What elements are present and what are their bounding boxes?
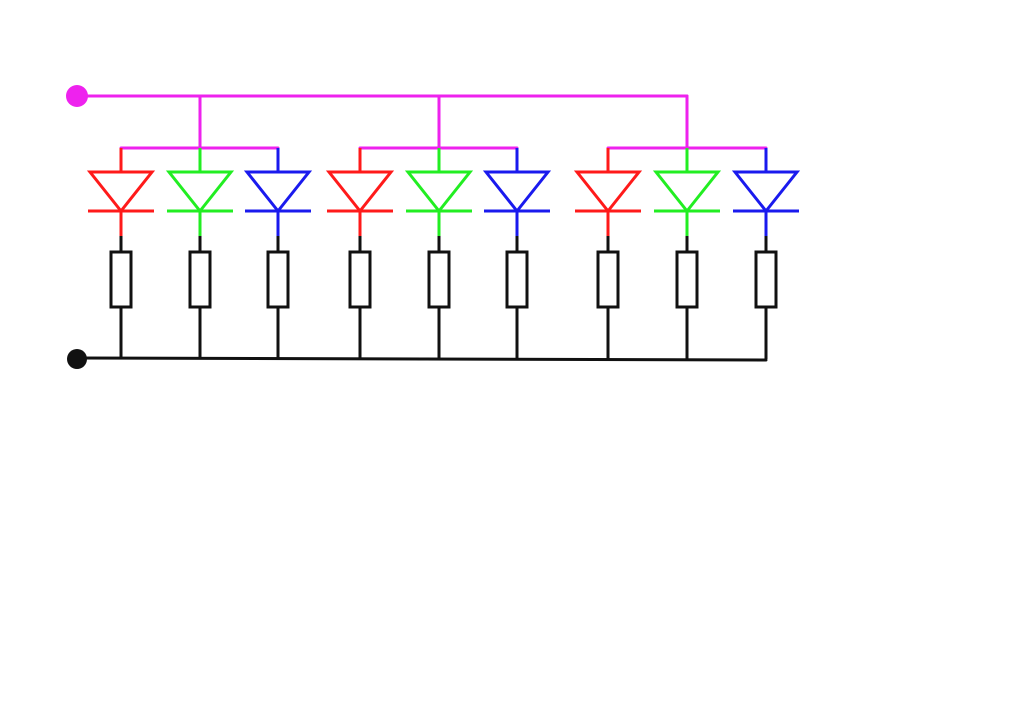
resistor: [675, 236, 699, 359]
resistor: [754, 236, 778, 359]
led-triangle: [404, 170, 474, 214]
red-led: [325, 148, 395, 236]
negative-rail: [76, 356, 768, 362]
rgb-group-1: [86, 148, 313, 359]
resistor-body: [188, 250, 212, 309]
rgb-group-2: [325, 148, 552, 359]
resistor-body: [505, 250, 529, 309]
resistor: [109, 236, 133, 359]
resistor-body: [109, 250, 133, 309]
negative-terminal: [67, 349, 87, 369]
negative-main-wire: [76, 356, 768, 362]
resistor: [427, 236, 451, 359]
resistor-body: [675, 250, 699, 309]
terminals: [66, 85, 88, 369]
resistor-body: [754, 250, 778, 309]
blue-led: [731, 148, 801, 236]
resistor: [348, 236, 372, 359]
resistor: [596, 236, 620, 359]
blue-led: [482, 148, 552, 236]
led-triangle: [482, 170, 552, 214]
green-led: [165, 148, 235, 236]
led-triangle: [573, 170, 643, 214]
led-triangle: [652, 170, 722, 214]
led-triangle: [243, 170, 313, 214]
resistor-body: [348, 250, 372, 309]
led-triangle: [325, 170, 395, 214]
rgb-group-3: [573, 148, 801, 359]
positive-rail: [76, 94, 768, 154]
led-triangle: [86, 170, 156, 214]
led-triangle: [165, 170, 235, 214]
resistor-body: [596, 250, 620, 309]
resistor-body: [427, 250, 451, 309]
green-led: [652, 148, 722, 236]
green-led: [404, 148, 474, 236]
resistor-body: [266, 250, 290, 309]
resistor: [266, 236, 290, 359]
red-led: [86, 148, 156, 236]
resistor: [188, 236, 212, 359]
led-resistor-array: [86, 148, 801, 359]
positive-terminal: [66, 85, 88, 107]
resistor: [505, 236, 529, 359]
blue-led: [243, 148, 313, 236]
red-led: [573, 148, 643, 236]
led-triangle: [731, 170, 801, 214]
